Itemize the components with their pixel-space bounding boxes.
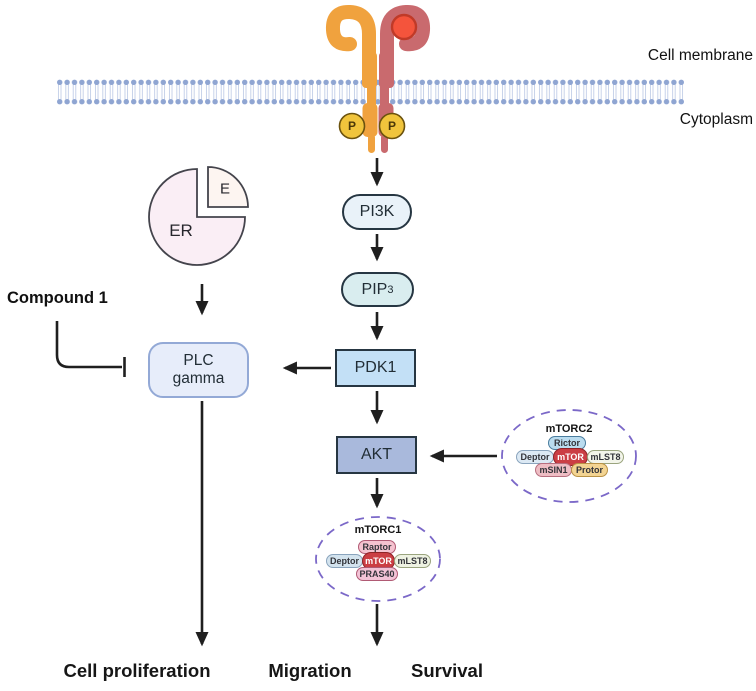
phospho-right-label: P <box>387 119 397 133</box>
mtorc1-outline <box>315 516 441 602</box>
node-pdk1: PDK1 <box>335 349 416 387</box>
phospho-left-label: P <box>347 119 357 133</box>
mlst8-label: mLST8 <box>590 452 621 462</box>
deptor-label: Deptor <box>520 452 550 462</box>
rictor-label: Rictor <box>553 438 580 448</box>
phospho-right-icon <box>378 112 406 140</box>
node-plc-gamma: PLC gamma <box>148 342 249 398</box>
deptor-label: Deptor <box>330 556 359 566</box>
estrogen-ligand-label: E <box>219 180 231 198</box>
inhibition-connector <box>55 321 126 377</box>
node-pi3k: PI3K <box>342 194 412 230</box>
node-akt: AKT <box>336 436 417 474</box>
compound-1-label: Compound 1 <box>7 289 108 307</box>
estrogen-receptor-icon <box>148 166 249 266</box>
protor-label: Protor <box>576 465 603 475</box>
mtorc2-deptor-pill: Deptor <box>516 450 554 464</box>
mtorc2-mlst8-pill: mLST8 <box>587 450 624 464</box>
mtorc2-protor-pill: Protor <box>571 463 608 477</box>
mtorc2-outline <box>501 409 637 503</box>
pras40-label: PRAS40 <box>359 569 395 579</box>
mtorc1-pras40-pill: PRAS40 <box>356 567 398 581</box>
mtorc1-mlst8-pill: mLST8 <box>394 554 431 568</box>
msin1-label: mSIN1 <box>539 465 568 475</box>
mtorc1-title: mTORC1 <box>354 524 402 536</box>
outcome-survival: Survival <box>411 660 483 681</box>
outcome-migration: Migration <box>268 660 352 681</box>
mtorc1-deptor-pill: Deptor <box>326 554 363 568</box>
akt-label: AKT <box>360 446 393 463</box>
mlst8-label: mLST8 <box>397 556 428 566</box>
pdk1-label: PDK1 <box>354 359 397 376</box>
phospho-left-icon <box>338 112 366 140</box>
mtor-label: mTOR <box>365 556 392 566</box>
cell-membrane-label: Cell membrane <box>647 47 753 64</box>
pip3-subscript: 3 <box>387 283 394 296</box>
mtorc2-msin1-pill: mSIN1 <box>535 463 572 477</box>
raptor-label: Raptor <box>362 542 392 552</box>
er-label: ER <box>169 221 193 240</box>
outcome-cell-proliferation: Cell proliferation <box>63 660 211 681</box>
receptor-icon <box>325 4 431 153</box>
mtorc2-title: mTORC2 <box>545 423 593 435</box>
ligand-icon <box>390 13 418 41</box>
plc-label-line1: PLC <box>183 351 214 369</box>
cytoplasm-label: Cytoplasm <box>679 111 753 128</box>
mtor-label: mTOR <box>557 452 584 462</box>
plc-label-line2: gamma <box>172 370 225 387</box>
pi3k-label: PI3K <box>359 203 395 220</box>
pip3-label: PIP <box>361 280 388 298</box>
